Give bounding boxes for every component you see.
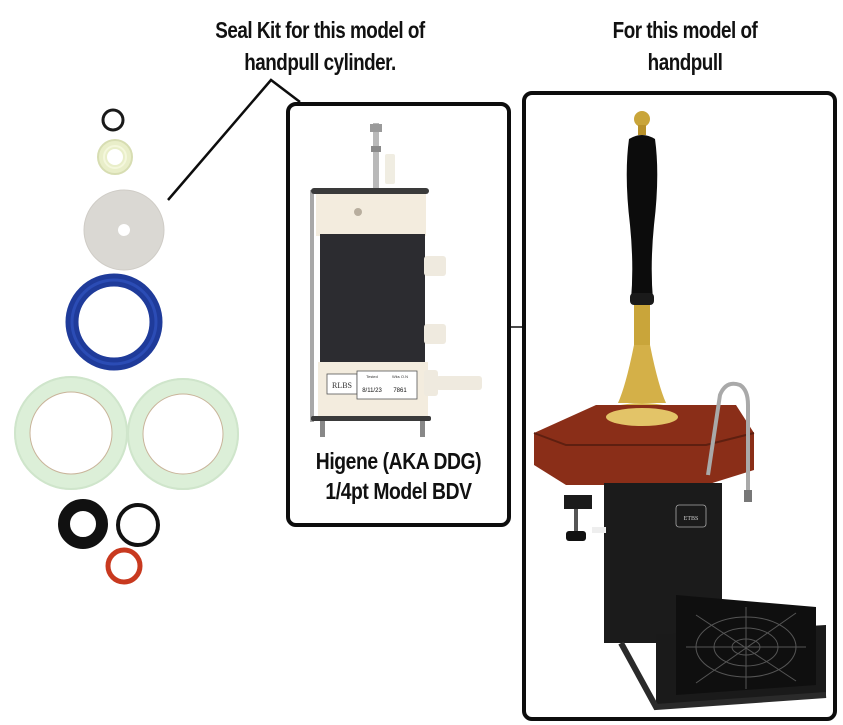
cylinder-model-line1: Higene (AKA DDG) [315,448,482,474]
handpull-badge: ETBS [684,516,699,522]
handpull-caption-line2: handpull [647,49,723,75]
handpull-box: ETBS [522,91,837,721]
black-o-ring-icon [116,503,160,547]
handpull-caption: For this model of handpull [578,14,791,78]
seal-kit-caption: Seal Kit for this model of handpull cyli… [197,14,443,78]
sticker-brand: RLBS [332,381,352,390]
sticker-wks: Wks O.N [392,374,408,379]
seal-kit-illustration [14,108,239,585]
red-o-ring-icon [105,547,143,585]
black-flat-washer-icon [58,499,108,549]
handpull-illustration: ETBS [533,111,827,711]
sticker-tested: Tested [366,374,378,379]
seal-kit-caption-line2: handpull cylinder. [244,49,396,75]
small-black-o-ring-icon [101,108,125,132]
handpull-caption-line1: For this model of [612,17,758,43]
cylinder-model-label: Higene (AKA DDG) 1/4pt Model BDV [307,446,489,506]
cylinder-box: RLBS Tested Wks O.N 8/11/23 7861 Higene … [286,102,511,527]
seal-kit-caption-line1: Seal Kit for this model of [215,17,425,43]
green-piston-seal-right-icon [127,378,239,490]
green-piston-seal-left-icon [14,376,128,490]
sticker-date: 8/11/23 [362,388,382,394]
sticker-num: 7861 [393,388,407,394]
cylinder-illustration: RLBS Tested Wks O.N 8/11/23 7861 [310,123,482,437]
cylinder-model-line2: 1/4pt Model BDV [325,478,472,504]
